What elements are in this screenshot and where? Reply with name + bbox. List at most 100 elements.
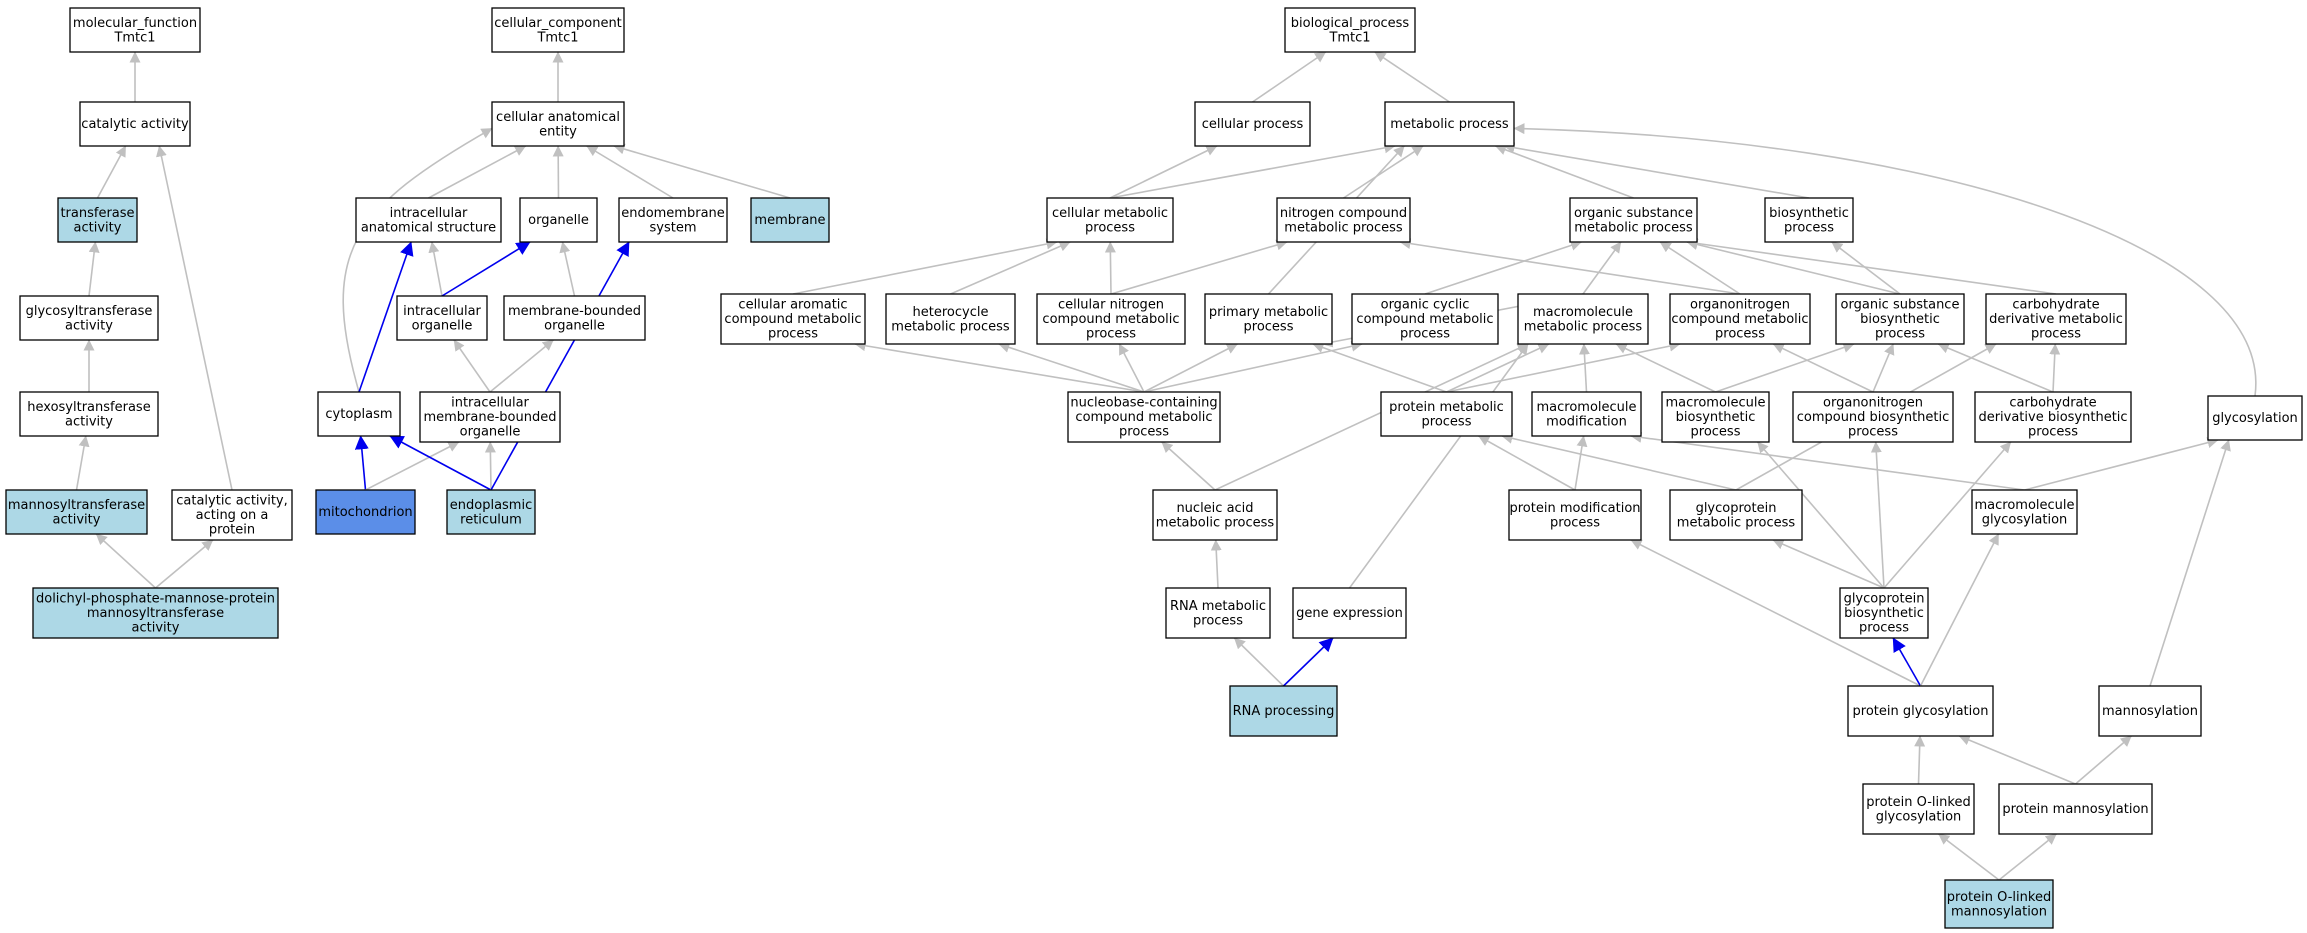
node-label-line: process [1119, 425, 1169, 440]
node-pmann[interactable]: protein mannosylation [1998, 783, 2153, 835]
node-box [1152, 489, 1278, 541]
node-label-line: compound metabolic [1042, 312, 1179, 327]
node-dol[interactable]: dolichyl-phosphate-mannose-proteinmannos… [32, 587, 279, 639]
node-pglyc[interactable]: protein glycosylation [1847, 685, 1994, 737]
node-label-line: activity [65, 414, 113, 429]
node-box [57, 197, 138, 243]
node-label-line: mannosyltransferase [87, 606, 224, 621]
node-box [1531, 391, 1642, 437]
node-mannos[interactable]: mannosylation [2098, 685, 2202, 737]
edge-namp-to-mmp [1214, 343, 1529, 491]
edge-mp-to-bp [1374, 51, 1450, 103]
edge-poman-to-polg [1938, 833, 2000, 881]
node-box [32, 587, 279, 639]
edge-bsp-to-mp [1503, 142, 1810, 199]
node-glyc[interactable]: glycosylation [2207, 395, 2303, 441]
node-label-line: organelle [412, 318, 473, 333]
node-rnap[interactable]: RNA processing [1229, 685, 1338, 737]
edge-pmodp-to-mmod [1574, 435, 1588, 491]
node-box [1517, 293, 1649, 345]
node-memb[interactable]: membrane [750, 197, 830, 243]
node-label-line: organonitrogen [1690, 298, 1790, 313]
node-label-line: compound biosynthetic [1797, 410, 1950, 425]
node-label-line: glycosylation [2212, 411, 2298, 426]
edge-nbcmp-to-occmp [1143, 340, 1363, 393]
node-org[interactable]: organelle [519, 197, 598, 243]
node-label-line: organonitrogen [1823, 396, 1923, 411]
node-label-line: metabolic process [1677, 515, 1796, 530]
node-mito[interactable]: mitochondrion [315, 489, 416, 535]
node-label-line: anatomical structure [361, 220, 496, 235]
edge-layer [75, 51, 2257, 881]
edge-gpbp-to-oncbp [1870, 441, 1885, 589]
node-cp[interactable]: cellular process [1194, 101, 1311, 147]
node-label-line: protein O-linked [1947, 890, 2051, 905]
node-label-line: entity [539, 124, 577, 139]
node-cyto[interactable]: cytoplasm [317, 391, 401, 437]
node-box [618, 197, 728, 243]
edge-nbcmp-to-hmp [998, 342, 1145, 393]
edge-mito-to-cyto [354, 435, 369, 491]
node-label-line: process [1784, 220, 1834, 235]
node-label-line: carbohydrate [2012, 298, 2099, 313]
edge-pglyc-to-gpbp [1892, 637, 1922, 687]
edge-cdmp-to-osmp [1686, 238, 2057, 295]
node-label-line: mannosylation [1951, 904, 2047, 919]
edge-gpbp-to-mbp [1757, 441, 1885, 589]
node-cat[interactable]: catalytic activity [79, 101, 191, 147]
edge-cmp-to-cp [1109, 145, 1218, 199]
node-mp[interactable]: metabolic process [1384, 101, 1515, 147]
node-label-line: nitrogen compound [1280, 206, 1407, 221]
node-box [1508, 489, 1642, 541]
node-label-line: protein metabolic [1389, 400, 1504, 415]
edge-mglyc-to-mmod [1630, 431, 2025, 491]
node-label-line: nucleic acid [1176, 501, 1253, 516]
node-label-line: biosynthetic [1860, 312, 1940, 327]
node-ge[interactable]: gene expression [1292, 587, 1407, 639]
node-label-line: RNA metabolic [1170, 599, 1266, 614]
